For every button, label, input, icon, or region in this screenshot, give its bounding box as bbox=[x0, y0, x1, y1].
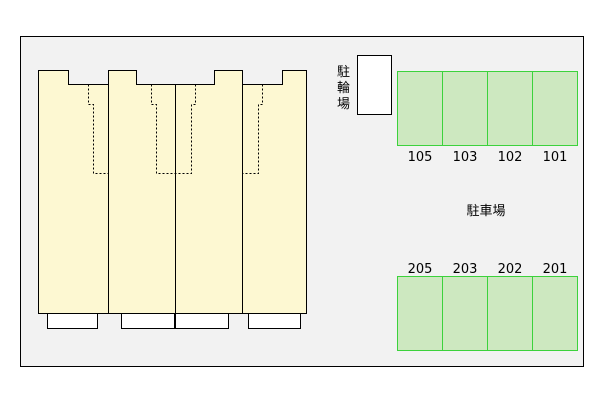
bicycle-parking-label-char: 駐 bbox=[337, 65, 350, 80]
parking-space-number: 201 bbox=[543, 262, 568, 277]
parking-space bbox=[442, 276, 488, 351]
parking-space bbox=[397, 276, 443, 351]
parking-space-number: 203 bbox=[453, 262, 478, 277]
parking-space bbox=[487, 276, 533, 351]
parking-space bbox=[397, 71, 443, 146]
parking-space bbox=[532, 276, 578, 351]
bicycle-parking-label-char: 輪 bbox=[337, 80, 350, 96]
parking-space bbox=[487, 71, 533, 146]
parking-labels-top: 105 103 102 101 bbox=[408, 150, 568, 165]
balcony bbox=[175, 313, 229, 329]
balcony bbox=[47, 313, 98, 329]
apartment-building bbox=[38, 70, 307, 329]
bicycle-parking-area bbox=[357, 55, 392, 115]
parking-space-number: 205 bbox=[408, 262, 433, 277]
balcony bbox=[248, 313, 301, 329]
parking-row-bottom bbox=[397, 276, 578, 351]
car-parking-label: 駐車場 bbox=[466, 204, 505, 219]
interior-dashed-line bbox=[242, 84, 263, 174]
interior-dashed-line bbox=[151, 84, 176, 174]
balcony bbox=[121, 313, 175, 329]
interior-dashed-line bbox=[88, 84, 109, 174]
parking-row-top bbox=[397, 71, 578, 146]
parking-space-number: 101 bbox=[543, 150, 568, 165]
parking-labels-bottom: 205 203 202 201 bbox=[408, 262, 568, 277]
bicycle-parking-label-char: 場 bbox=[337, 97, 350, 112]
parking-space bbox=[442, 71, 488, 146]
parking-space-number: 103 bbox=[453, 150, 478, 165]
parking-space-number: 202 bbox=[498, 262, 523, 277]
parking-space-number: 105 bbox=[408, 150, 433, 165]
interior-dashed-line bbox=[175, 84, 196, 174]
parking-space bbox=[532, 71, 578, 146]
bicycle-parking: 駐 輪 場 bbox=[337, 55, 392, 115]
parking-space-number: 102 bbox=[498, 150, 523, 165]
